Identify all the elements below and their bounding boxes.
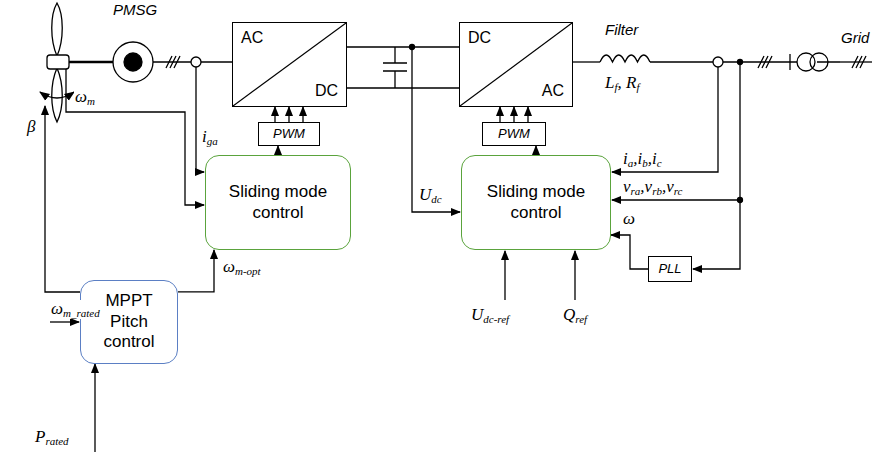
converter-label: DC <box>315 82 338 100</box>
current-sensor <box>191 57 201 67</box>
signal-wire <box>693 62 740 269</box>
blade <box>52 3 63 56</box>
signal-label: iga <box>201 128 219 147</box>
signal-arrow <box>500 107 528 122</box>
transformer <box>810 53 828 71</box>
connector-line <box>611 235 648 269</box>
connector-line <box>513 107 514 122</box>
signal-wire <box>50 321 79 322</box>
pwm-box: PWM <box>258 122 320 146</box>
signal-wire <box>196 67 204 172</box>
signal-arrow <box>611 235 648 269</box>
box-label: PLL <box>658 261 681 277</box>
shaft <box>69 61 113 64</box>
signal-label: Qref <box>562 306 588 325</box>
signal-arrow <box>275 107 303 122</box>
signal-wire <box>504 251 505 300</box>
phase-marks <box>166 56 180 68</box>
signal-label: Filter <box>604 22 639 39</box>
wire <box>573 61 600 62</box>
edge-label: ω <box>622 210 636 229</box>
edge-label: ωm-opt <box>222 258 262 277</box>
converter-label: DC <box>468 29 491 47</box>
signal-label: Udc-ref <box>470 306 510 325</box>
mppt-pitch-control: MPPT Pitch control <box>80 280 178 364</box>
connector-line <box>527 107 528 122</box>
signal-label: Udc <box>418 186 443 205</box>
signal-arrow <box>536 146 537 155</box>
connector-line <box>499 107 500 122</box>
current-sensor <box>713 57 723 67</box>
generator-rotor <box>124 53 142 71</box>
converter-label: AC <box>241 29 263 47</box>
pwm-box: PWM <box>482 122 546 146</box>
signal-wire <box>66 69 204 205</box>
blade <box>52 68 63 122</box>
generator <box>113 42 153 82</box>
hub <box>47 55 69 69</box>
signal-wire <box>412 47 460 212</box>
dc-bus <box>347 47 459 88</box>
connector-line <box>535 146 536 155</box>
dc-ac-converter: DC AC <box>459 22 573 107</box>
box-label: PWM <box>273 126 305 142</box>
box-label: MPPT Pitch control <box>89 291 169 352</box>
signal-label: Lf, Rf <box>604 74 640 93</box>
signal-label: vra,vrb,vrc <box>622 178 683 197</box>
ac-dc-converter: AC DC <box>232 22 347 107</box>
box-label: Sliding mode control <box>219 182 337 223</box>
signal-arrow <box>278 146 279 155</box>
capacitor <box>383 47 407 88</box>
connector-line <box>288 107 289 122</box>
connector-line <box>178 250 214 292</box>
pitch-arrow <box>40 92 74 98</box>
connector-line <box>274 107 275 122</box>
signal-wire <box>574 251 575 300</box>
inductor <box>600 55 650 62</box>
box-label: Sliding mode control <box>477 182 595 223</box>
signal-wire <box>45 106 80 292</box>
signal-label: Grid <box>840 30 870 47</box>
pll-box: PLL <box>648 256 692 282</box>
converter-label: AC <box>542 82 564 100</box>
sliding-mode-control: Sliding mode control <box>461 155 611 250</box>
connector-line <box>277 146 278 155</box>
signal-wire <box>612 199 740 200</box>
wire <box>840 61 872 62</box>
breaker <box>789 54 790 70</box>
signal-label: β <box>26 118 36 137</box>
signal-label: ia,ib,ic <box>622 150 663 169</box>
signal-label: ωm <box>74 88 96 107</box>
sliding-mode-control: Sliding mode control <box>205 155 351 250</box>
connector-line <box>302 107 303 122</box>
signal-wire <box>94 364 95 452</box>
signal-label: Prated <box>34 428 70 447</box>
signal-label: PMSG <box>112 2 158 19</box>
signal-arrow <box>178 250 214 292</box>
phase-marks <box>758 56 772 68</box>
signal-label: ωm_rated <box>50 300 101 319</box>
box-label: PWM <box>498 126 530 142</box>
